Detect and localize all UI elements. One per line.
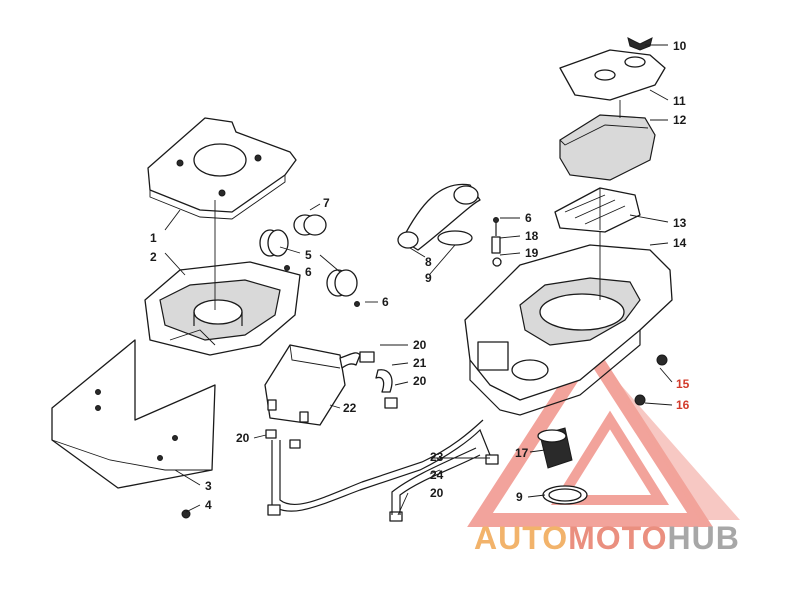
- part-airbox-main: [464, 244, 673, 416]
- part-skid-plate: [51, 339, 216, 489]
- part-intake-tube: [397, 183, 481, 251]
- part-airbox-base: [144, 200, 301, 356]
- part-hoses: [267, 419, 491, 516]
- callout-labels: 10 11 12 13 14 6 18 19 7 1 2 5 6 8 9 6 2…: [150, 39, 690, 512]
- callout-6-mid: 6: [305, 265, 312, 279]
- watermark-logo: [467, 337, 740, 527]
- callout-20-a: 20: [413, 338, 427, 352]
- part-filter-element: [559, 114, 656, 181]
- part-clamps: [259, 214, 360, 307]
- callout-20-d: 20: [430, 486, 444, 500]
- callout-3: 3: [205, 479, 212, 493]
- watermark-auto: AUTO: [474, 520, 568, 556]
- leader-lines: [164, 44, 673, 516]
- callout-11: 11: [673, 94, 686, 108]
- callout-2: 2: [150, 250, 157, 264]
- callout-6-right: 6: [382, 295, 389, 309]
- callout-21: 21: [413, 356, 427, 370]
- callout-7: 7: [323, 196, 330, 210]
- callout-14: 14: [673, 236, 687, 250]
- watermark-hub: HUB: [667, 520, 739, 556]
- part-filter-cage: [554, 187, 641, 300]
- callout-20-c: 20: [236, 431, 250, 445]
- callout-8: 8: [425, 255, 432, 269]
- callout-17: 17: [515, 446, 529, 460]
- callout-23: 23: [430, 450, 444, 464]
- callout-4: 4: [205, 498, 212, 512]
- callout-16: 16: [676, 398, 690, 412]
- callout-10: 10: [673, 39, 687, 53]
- callout-13: 13: [673, 216, 687, 230]
- callout-15: 15: [676, 377, 690, 391]
- callout-1: 1: [150, 231, 157, 245]
- part-boot: [537, 427, 588, 505]
- watermark-text: AUTOMOTOHUB: [474, 520, 740, 556]
- callout-18: 18: [525, 229, 539, 243]
- watermark-moto: MOTO: [568, 520, 667, 556]
- part-cover: [559, 37, 666, 118]
- callout-9-top: 9: [425, 271, 432, 285]
- callout-12: 12: [673, 113, 687, 127]
- callout-5: 5: [305, 248, 312, 262]
- part-hose-fittings: [265, 351, 499, 522]
- callout-6-top: 6: [525, 211, 532, 225]
- part-fasteners-small: [181, 354, 668, 519]
- callout-19: 19: [525, 246, 539, 260]
- part-top-plate: [147, 117, 297, 220]
- callout-20-b: 20: [413, 374, 427, 388]
- callout-24: 24: [430, 468, 444, 482]
- part-tank: [264, 344, 361, 426]
- callout-9-bottom: 9: [516, 490, 523, 504]
- callout-22: 22: [343, 401, 357, 415]
- svg-text:AUTOMOTOHUB: AUTOMOTOHUB: [474, 520, 740, 556]
- part-fasteners: [491, 217, 502, 267]
